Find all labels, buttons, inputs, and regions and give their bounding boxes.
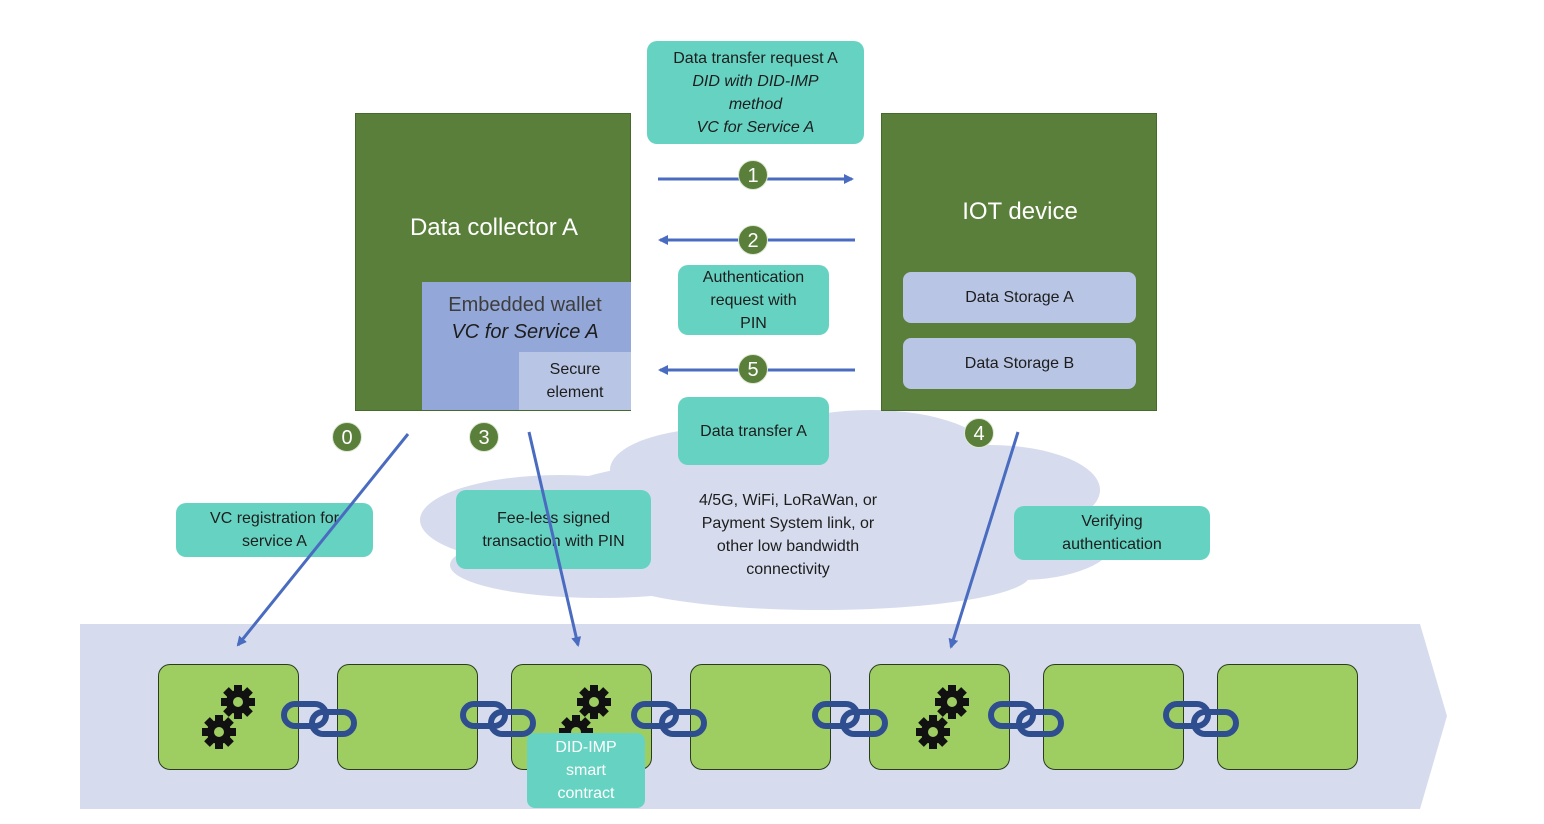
- iot-device-title: IOT device: [962, 198, 1078, 225]
- contract-line3: contract: [557, 785, 615, 802]
- registration-line2: service A: [242, 533, 307, 550]
- cloud-label: 4/5G, WiFi, LoRaWan, or Payment System l…: [668, 489, 908, 581]
- request-line3: method: [728, 95, 783, 113]
- step-1-badge: 1: [738, 160, 768, 190]
- vc-registration-box: VC registration for service A: [176, 503, 373, 557]
- cloud-line1: 4/5G, WiFi, LoRaWan, or: [698, 492, 878, 509]
- cloud-line4: connectivity: [746, 561, 830, 578]
- step-0-badge: 0: [332, 422, 362, 452]
- secure-element-line1: Secure: [549, 361, 601, 378]
- wallet-title: Embedded wallet: [448, 294, 602, 316]
- wallet-subtitle: VC for Service A: [451, 321, 599, 343]
- chain-block-1: [158, 664, 299, 770]
- data-collector-title: Data collector A: [409, 214, 579, 241]
- step-2-badge: 2: [738, 225, 768, 255]
- step-4-badge: 4: [964, 418, 994, 448]
- auth-line3: PIN: [740, 314, 767, 332]
- authentication-request-box: Authentication request with PIN: [678, 265, 829, 335]
- step-3-badge: 3: [469, 422, 499, 452]
- registration-line1: VC registration for: [210, 510, 339, 527]
- secure-element-line2: element: [546, 384, 604, 401]
- data-storage-b: Data Storage B: [903, 338, 1136, 389]
- chain-block-7: [1217, 664, 1358, 770]
- verifying-line2: authentication: [1062, 536, 1162, 553]
- auth-line1: Authentication: [702, 268, 805, 286]
- verifying-authentication-box: Verifying authentication: [1014, 506, 1210, 560]
- contract-line2: smart: [566, 762, 606, 779]
- step-5-badge: 5: [738, 354, 768, 384]
- data-transfer-box: Data transfer A: [678, 397, 829, 465]
- chain-block-5: [869, 664, 1010, 770]
- chain-block-2: [337, 664, 478, 770]
- verifying-line1: Verifying: [1081, 513, 1143, 530]
- request-line2: DID with DID-IMP: [692, 72, 819, 90]
- request-line4: VC for Service A: [696, 118, 815, 136]
- feeless-line1: Fee-less signed: [497, 509, 610, 527]
- secure-element: Secure element: [519, 352, 631, 410]
- contract-line1: DID-IMP: [555, 739, 617, 756]
- cloud-line2: Payment System link, or: [701, 515, 875, 532]
- data-transfer-request-box: Data transfer request A DID with DID-IMP…: [647, 41, 864, 144]
- transfer-line1: Data transfer A: [700, 422, 807, 440]
- smart-contract-box: DID-IMP smart contract: [527, 733, 645, 808]
- auth-line2: request with: [710, 291, 797, 309]
- feeless-transaction-box: Fee-less signed transaction with PIN: [456, 490, 651, 569]
- feeless-line2: transaction with PIN: [482, 532, 625, 550]
- data-storage-a: Data Storage A: [903, 272, 1136, 323]
- cloud-line3: other low bandwidth: [716, 538, 860, 555]
- chain-block-6: [1043, 664, 1184, 770]
- request-line1: Data transfer request A: [673, 49, 838, 67]
- chain-block-4: [690, 664, 831, 770]
